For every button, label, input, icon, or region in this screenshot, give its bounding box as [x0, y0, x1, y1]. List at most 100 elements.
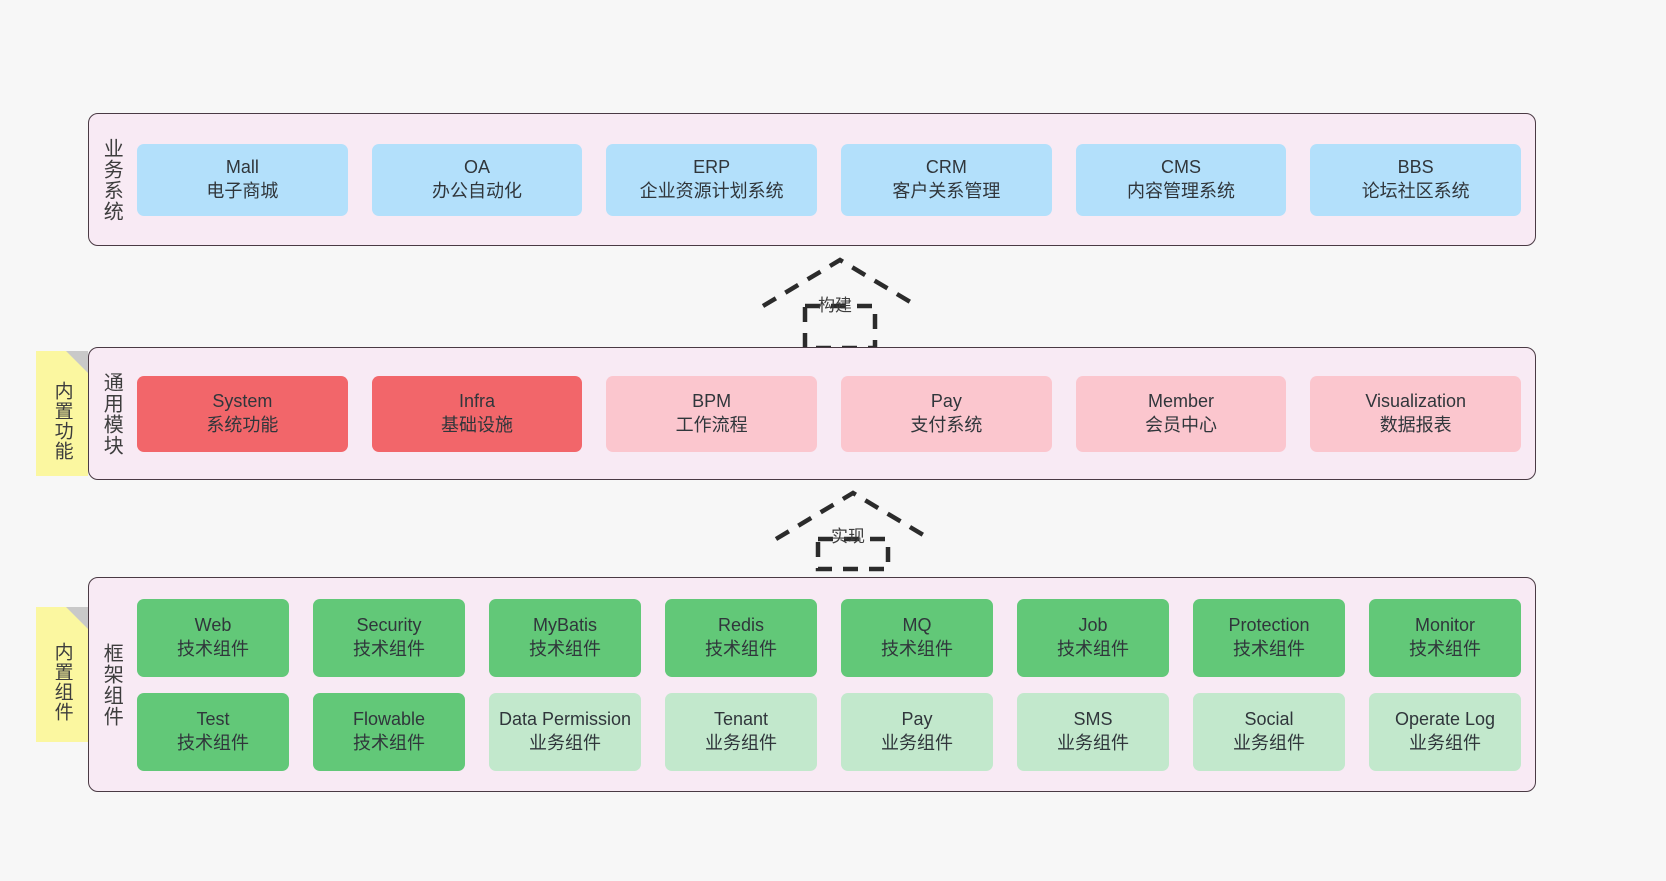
common-row: System 系统功能 Infra 基础设施 BPM 工作流程 Pay 支付系统… — [137, 375, 1522, 452]
layer-title-framework: 框架组件 — [100, 642, 123, 727]
box-system-title: System — [212, 391, 273, 412]
box-infra-subtitle: 基础设施 — [441, 414, 513, 435]
build-arrow-label: 构建 — [818, 296, 852, 315]
box-mq[interactable]: MQ 技术组件 — [841, 598, 993, 677]
sticky-note-builtin-function-label: 内置功能 — [51, 380, 73, 461]
box-web-subtitle: 技术组件 — [177, 638, 249, 659]
box-social-subtitle: 业务组件 — [1233, 732, 1305, 753]
box-test-title: Test — [196, 709, 230, 730]
box-infra-title: Infra — [458, 391, 496, 412]
box-cms[interactable]: CMS 内容管理系统 — [1075, 143, 1287, 216]
box-pay-component-title: Pay — [901, 709, 933, 730]
box-visualization[interactable]: Visualization 数据报表 — [1310, 375, 1522, 452]
box-mq-title: MQ — [902, 615, 932, 636]
box-web[interactable]: Web 技术组件 — [137, 598, 289, 677]
box-member-title: Member — [1148, 391, 1215, 412]
sticky-note-builtin-function: 内置功能 — [36, 351, 88, 476]
box-protection[interactable]: Protection 技术组件 — [1193, 598, 1345, 677]
box-mybatis-subtitle: 技术组件 — [529, 638, 601, 659]
box-member[interactable]: Member 会员中心 — [1075, 375, 1287, 452]
box-protection-subtitle: 技术组件 — [1233, 638, 1305, 659]
box-crm-subtitle: 客户关系管理 — [892, 180, 1001, 201]
box-security-subtitle: 技术组件 — [353, 638, 425, 659]
box-bpm-title: BPM — [692, 391, 732, 412]
box-test[interactable]: Test 技术组件 — [137, 692, 289, 771]
box-member-subtitle: 会员中心 — [1145, 414, 1218, 435]
layer-body-common: System 系统功能 Infra 基础设施 BPM 工作流程 Pay 支付系统… — [133, 348, 1535, 479]
fold-corner-icon — [66, 351, 88, 373]
box-data-permission-title: Data Permission — [498, 709, 632, 730]
box-pay[interactable]: Pay 支付系统 — [841, 375, 1052, 452]
box-monitor-subtitle: 技术组件 — [1409, 638, 1481, 659]
box-mq-subtitle: 技术组件 — [881, 638, 953, 659]
box-test-subtitle: 技术组件 — [177, 732, 249, 753]
box-data-permission[interactable]: Data Permission 业务组件 — [489, 692, 641, 771]
box-pay-subtitle: 支付系统 — [910, 414, 983, 435]
business-row: Mall 电子商城 OA 办公自动化 ERP 企业资源计划系统 CRM 客户关系… — [137, 143, 1522, 216]
box-redis-title: Redis — [717, 615, 765, 636]
box-social-title: Social — [1244, 709, 1294, 730]
box-erp-subtitle: 企业资源计划系统 — [639, 180, 784, 201]
box-monitor-title: Monitor — [1414, 615, 1476, 636]
box-oa[interactable]: OA 办公自动化 — [371, 143, 583, 216]
box-job-subtitle: 技术组件 — [1057, 638, 1129, 659]
box-operate-log-title: Operate Log — [1394, 709, 1496, 730]
box-job[interactable]: Job 技术组件 — [1017, 598, 1169, 677]
realize-arrow: 实现 — [768, 489, 938, 572]
box-sms-subtitle: 业务组件 — [1057, 732, 1129, 753]
box-crm[interactable]: CRM 客户关系管理 — [841, 143, 1052, 216]
layer-body-business: Mall 电子商城 OA 办公自动化 ERP 企业资源计划系统 CRM 客户关系… — [133, 114, 1535, 245]
box-mall-title: Mall — [225, 157, 259, 178]
box-cms-title: CMS — [1161, 157, 1202, 178]
box-bbs[interactable]: BBS 论坛社区系统 — [1310, 143, 1522, 216]
box-bbs-title: BBS — [1397, 157, 1434, 178]
box-job-title: Job — [1078, 615, 1108, 636]
build-arrow: 构建 — [755, 256, 925, 351]
box-data-permission-subtitle: 业务组件 — [529, 732, 601, 753]
box-monitor[interactable]: Monitor 技术组件 — [1369, 598, 1521, 677]
box-tenant[interactable]: Tenant 业务组件 — [665, 692, 817, 771]
box-security[interactable]: Security 技术组件 — [313, 598, 465, 677]
box-security-title: Security — [356, 615, 422, 636]
box-protection-title: Protection — [1228, 615, 1310, 636]
box-pay-component[interactable]: Pay 业务组件 — [841, 692, 993, 771]
layer-title-common: 通用模块 — [100, 371, 123, 456]
layer-business-system: 业务系统 Mall 电子商城 OA 办公自动化 ERP 企业资源计划系统 CRM… — [88, 113, 1536, 246]
fold-corner-icon — [66, 607, 88, 629]
box-cms-subtitle: 内容管理系统 — [1127, 180, 1236, 201]
layer-framework-components: 框架组件 Web 技术组件 Security 技术组件 MyBatis 技术组件… — [88, 577, 1536, 792]
box-visualization-subtitle: 数据报表 — [1379, 414, 1452, 435]
box-mall-subtitle: 电子商城 — [206, 180, 279, 201]
box-system[interactable]: System 系统功能 — [137, 375, 348, 452]
box-visualization-title: Visualization — [1365, 391, 1467, 412]
box-bpm[interactable]: BPM 工作流程 — [606, 375, 818, 452]
realize-arrow-icon — [774, 490, 932, 572]
box-operate-log-subtitle: 业务组件 — [1409, 732, 1481, 753]
box-mybatis[interactable]: MyBatis 技术组件 — [489, 598, 641, 677]
box-erp[interactable]: ERP 企业资源计划系统 — [606, 143, 818, 216]
box-erp-title: ERP — [693, 157, 731, 178]
box-flowable-subtitle: 技术组件 — [353, 732, 425, 753]
box-infra[interactable]: Infra 基础设施 — [371, 375, 583, 452]
box-social[interactable]: Social 业务组件 — [1193, 692, 1345, 771]
box-redis[interactable]: Redis 技术组件 — [665, 598, 817, 677]
box-tenant-title: Tenant — [713, 709, 769, 730]
box-oa-subtitle: 办公自动化 — [432, 180, 522, 201]
box-mall[interactable]: Mall 电子商城 — [137, 143, 348, 216]
layer-title-business: 业务系统 — [100, 137, 123, 222]
box-flowable[interactable]: Flowable 技术组件 — [313, 692, 465, 771]
box-crm-title: CRM — [925, 157, 967, 178]
framework-row-tech: Web 技术组件 Security 技术组件 MyBatis 技术组件 Redi… — [137, 598, 1521, 677]
box-web-title: Web — [194, 615, 232, 636]
box-mybatis-title: MyBatis — [532, 615, 597, 636]
framework-row-business: Test 技术组件 Flowable 技术组件 Data Permission … — [137, 692, 1521, 771]
layer-body-framework: Web 技术组件 Security 技术组件 MyBatis 技术组件 Redi… — [133, 578, 1535, 791]
box-sms[interactable]: SMS 业务组件 — [1017, 692, 1169, 771]
box-operate-log[interactable]: Operate Log 业务组件 — [1369, 692, 1521, 771]
box-oa-title: OA — [464, 157, 491, 178]
box-redis-subtitle: 技术组件 — [705, 638, 777, 659]
box-flowable-title: Flowable — [352, 709, 426, 730]
box-system-subtitle: 系统功能 — [206, 414, 279, 435]
box-sms-title: SMS — [1073, 709, 1113, 730]
